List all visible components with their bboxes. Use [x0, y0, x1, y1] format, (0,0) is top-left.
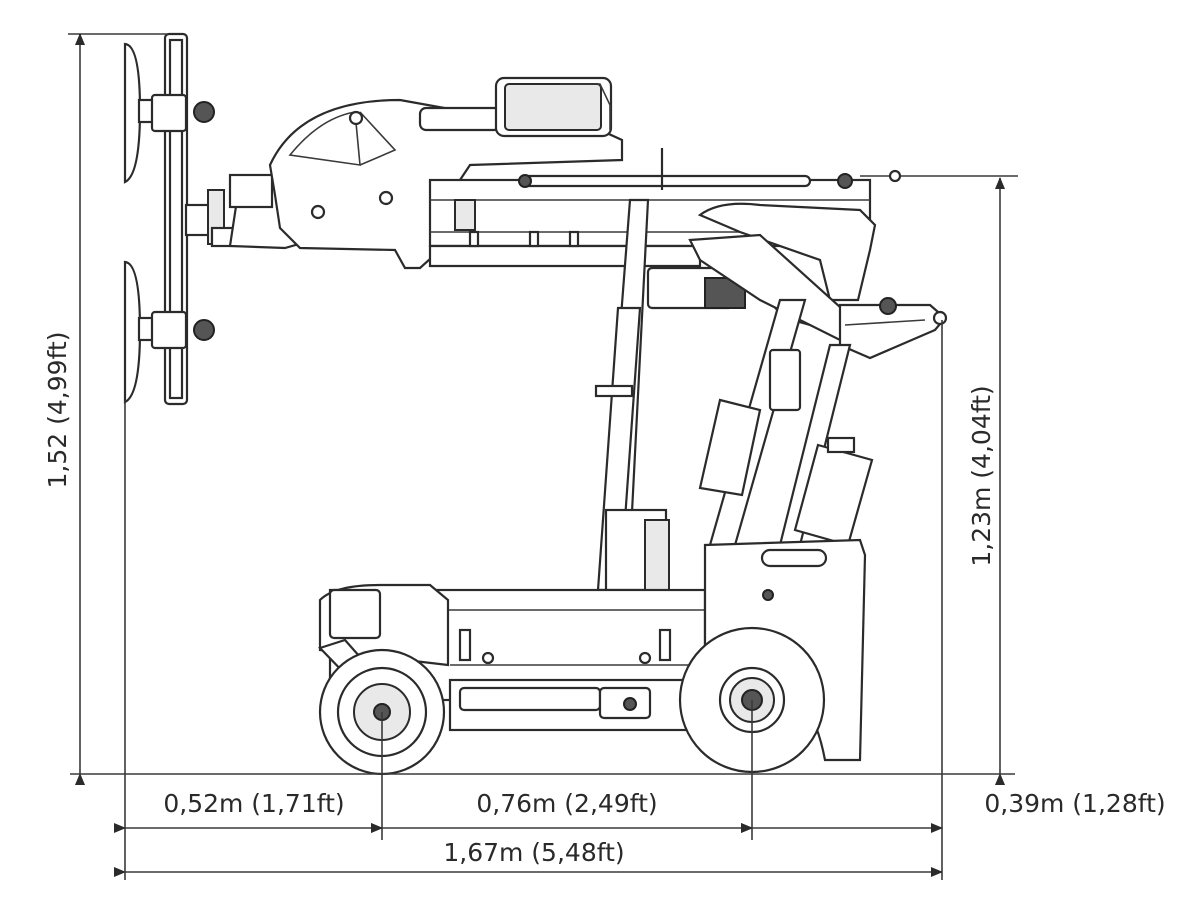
- chassis: [318, 538, 867, 762]
- suction-pad-assembly: [123, 32, 274, 406]
- total-length-label: 1,67m (5,48ft): [443, 838, 624, 867]
- handle-height-label: 1,23m (4,04ft): [967, 385, 996, 566]
- steering-handle: [698, 297, 948, 547]
- dimension-lines: [68, 33, 1015, 880]
- rear-overhang-label: 0,39m (1,28ft): [984, 789, 1165, 818]
- glass-lifter-machine: [123, 32, 1018, 776]
- dimension-labels: 1,52 (4,99ft) 1,23m (4,04ft) 0,52m (1,71…: [43, 332, 1166, 867]
- mast-column: [594, 198, 862, 592]
- wheelbase-label: 0,76m (2,49ft): [476, 789, 657, 818]
- front-overhang-label: 0,52m (1,71ft): [163, 789, 344, 818]
- total-height-label: 1,52 (4,99ft): [43, 332, 72, 489]
